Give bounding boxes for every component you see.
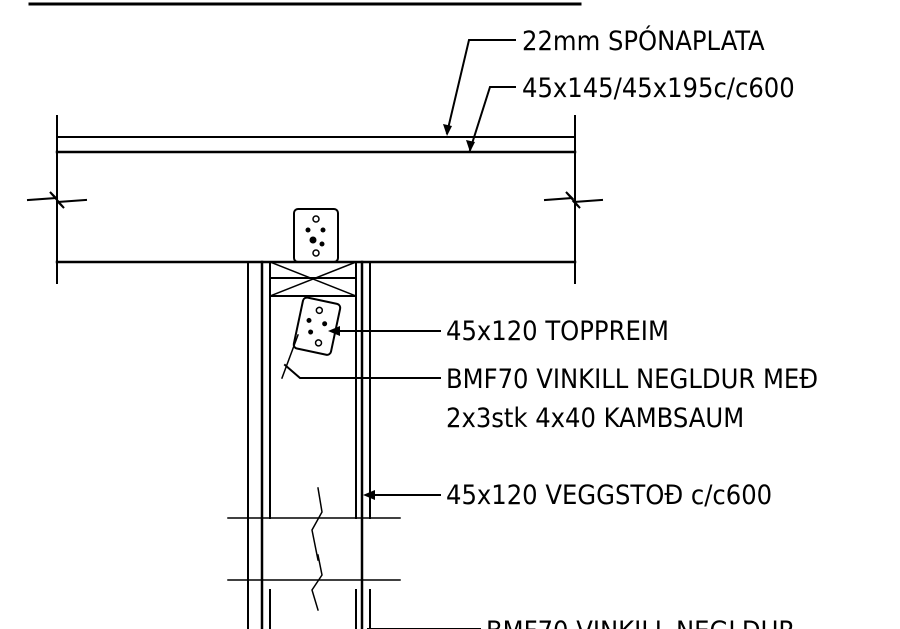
top-plate — [269, 261, 357, 297]
label-top-plate: 45x120 TOPPREIM — [446, 316, 669, 347]
label-bracket-line1: BMF70 VINKILL NEGLDUR MEÐ — [446, 364, 818, 395]
label-bracket-bottom: BMF70 VINKILL NEGLDUR — [486, 616, 795, 629]
label-joists: 45x145/45x195c/c600 — [522, 73, 795, 104]
upper-angle-bracket — [293, 208, 339, 263]
floor-joist — [26, 115, 604, 284]
label-sheathing: 22mm SPÓNAPLATA — [522, 25, 765, 57]
leader-lines — [281, 39, 516, 629]
label-stud: 45x120 VEGGSTOÐ c/c600 — [446, 480, 772, 511]
lower-angle-bracket — [292, 296, 342, 356]
label-bracket-line2: 2x3stk 4x40 KAMBSAUM — [446, 403, 744, 434]
wall-stud — [227, 260, 401, 629]
